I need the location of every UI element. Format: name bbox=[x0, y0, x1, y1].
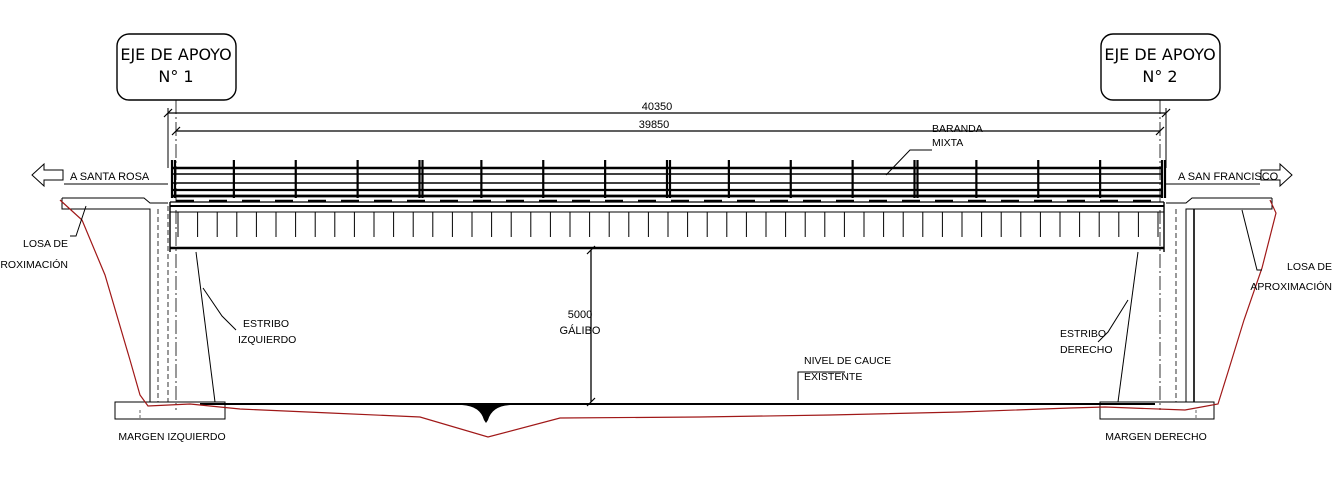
svg-text:EJE DE APOYO: EJE DE APOYO bbox=[1104, 45, 1215, 64]
bank-right-label: MARGEN DERECHO bbox=[1105, 431, 1207, 443]
svg-text:ESTRIBO: ESTRIBO bbox=[1060, 328, 1106, 340]
riverbed-leader bbox=[797, 371, 845, 400]
svg-text:IZQUIERDO: IZQUIERDO bbox=[238, 334, 296, 346]
svg-text:APROXIMACIÓN: APROXIMACIÓN bbox=[1250, 280, 1332, 293]
support-axis-left-tag: EJE DE APOYO N° 1 bbox=[116, 33, 237, 101]
svg-text:5000: 5000 bbox=[568, 309, 592, 321]
abutment-left-label: ESTRIBO IZQUIERDO bbox=[238, 318, 296, 346]
svg-text:39850: 39850 bbox=[639, 119, 670, 131]
abutment-right-label: ESTRIBO DERECHO bbox=[1060, 328, 1113, 356]
svg-text:MIXTA: MIXTA bbox=[932, 137, 963, 149]
railing-leader bbox=[885, 149, 932, 176]
approach-slab-right-label: LOSA DE APROXIMACIÓN bbox=[1250, 261, 1332, 293]
clearance-dimension: 5000 GÁLIBO bbox=[560, 245, 601, 407]
svg-text:APROXIMACIÓN: APROXIMACIÓN bbox=[0, 258, 68, 271]
svg-text:LOSA DE: LOSA DE bbox=[23, 238, 68, 250]
dimension-overall: 40350 bbox=[163, 101, 1171, 168]
approach-slab-left-label: LOSA DE APROXIMACIÓN bbox=[0, 238, 68, 271]
riverbed-label: NIVEL DE CAUCE EXISTENTE bbox=[804, 355, 891, 383]
svg-text:40350: 40350 bbox=[642, 101, 673, 113]
direction-arrow-left: A SANTA ROSA bbox=[31, 162, 168, 188]
svg-text:A SANTA ROSA: A SANTA ROSA bbox=[70, 171, 150, 183]
svg-text:BARANDA: BARANDA bbox=[932, 123, 983, 135]
approach-slab-left-leader bbox=[70, 205, 87, 237]
support-axis-lines bbox=[175, 100, 1161, 410]
railing-label: BARANDA MIXTA bbox=[932, 123, 983, 149]
terrain-profile bbox=[59, 199, 1277, 438]
svg-text:N° 1: N° 1 bbox=[158, 67, 193, 86]
abutment-left-leader bbox=[202, 287, 237, 331]
abutment-right bbox=[1099, 197, 1273, 420]
railing bbox=[170, 160, 1167, 198]
abutment-right-leader bbox=[1097, 299, 1129, 343]
approach-slab-right-leader bbox=[1241, 209, 1262, 271]
support-axis-right-tag: EJE DE APOYO N° 2 bbox=[1100, 33, 1221, 101]
svg-text:ESTRIBO: ESTRIBO bbox=[243, 318, 289, 330]
svg-text:N° 2: N° 2 bbox=[1142, 67, 1177, 86]
bridge-deck bbox=[169, 199, 1165, 252]
svg-text:GÁLIBO: GÁLIBO bbox=[560, 324, 601, 337]
svg-text:LOSA DE: LOSA DE bbox=[1287, 261, 1332, 273]
svg-text:EXISTENTE: EXISTENTE bbox=[804, 371, 862, 383]
svg-text:A SAN FRANCISCO: A SAN FRANCISCO bbox=[1178, 171, 1279, 183]
direction-arrow-right: A SAN FRANCISCO bbox=[1166, 162, 1293, 188]
riverbed-line bbox=[200, 403, 1155, 423]
svg-text:EJE DE APOYO: EJE DE APOYO bbox=[120, 45, 231, 64]
dimension-span: 39850 bbox=[171, 119, 1165, 136]
bank-left-label: MARGEN IZQUIERDO bbox=[118, 431, 225, 443]
abutment-left bbox=[61, 197, 226, 420]
svg-text:NIVEL DE CAUCE: NIVEL DE CAUCE bbox=[804, 355, 891, 367]
svg-text:DERECHO: DERECHO bbox=[1060, 344, 1113, 356]
